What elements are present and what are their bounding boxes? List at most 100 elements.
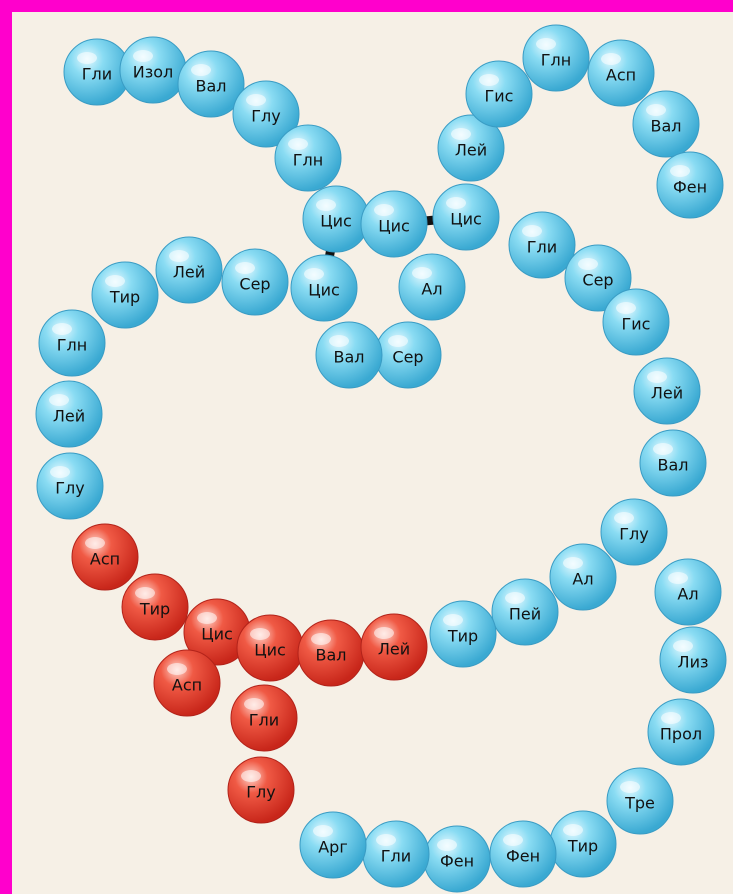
- bead-label: Тир: [447, 627, 478, 646]
- bead-highlight: [85, 537, 105, 549]
- amino-acid-bead: Гис: [603, 289, 669, 355]
- bead-highlight: [601, 53, 621, 65]
- amino-acid-bead: Лей: [36, 381, 102, 447]
- bead-highlight: [235, 262, 255, 274]
- amino-acid-bead: Пей: [492, 579, 558, 645]
- bead-label: Тре: [624, 794, 655, 813]
- amino-acid-bead: Вал: [640, 430, 706, 496]
- bead-label: Цис: [201, 625, 233, 644]
- bead-label: Тир: [567, 837, 598, 856]
- amino-acid-bead: Вал: [298, 620, 364, 686]
- amino-acid-bead: Асп: [588, 40, 654, 106]
- bead-label: Лей: [651, 384, 683, 403]
- amino-acid-bead: Тир: [122, 574, 188, 640]
- bead-label: Цис: [308, 281, 340, 300]
- bead-label: Гис: [622, 315, 651, 334]
- bead-highlight: [311, 633, 331, 645]
- bead-label: Асп: [606, 66, 636, 85]
- bead-highlight: [673, 640, 693, 652]
- amino-acid-bead: Изол: [120, 37, 186, 103]
- bead-highlight: [620, 781, 640, 793]
- bead-label: Фен: [673, 178, 707, 197]
- bead-label: Ал: [677, 585, 698, 604]
- amino-acid-bead: Лиз: [660, 627, 726, 693]
- bead-highlight: [329, 335, 349, 347]
- bead-highlight: [616, 302, 636, 314]
- bead-highlight: [49, 394, 69, 406]
- bead-highlight: [437, 839, 457, 851]
- amino-acid-bead: Ал: [550, 544, 616, 610]
- bead-highlight: [191, 64, 211, 76]
- amino-acid-bead: Тре: [607, 768, 673, 834]
- amino-acid-bead: Гли: [363, 821, 429, 887]
- bead-label: Цис: [320, 212, 352, 231]
- bead-highlight: [50, 466, 70, 478]
- bead-highlight: [167, 663, 187, 675]
- bead-label: Цис: [254, 641, 286, 660]
- bead-label: Глу: [251, 107, 280, 126]
- bead-highlight: [479, 74, 499, 86]
- bead-label: Цис: [378, 217, 410, 236]
- bead-highlight: [503, 834, 523, 846]
- bead-highlight: [451, 128, 471, 140]
- bead-label: Вал: [650, 117, 681, 136]
- bead-highlight: [304, 268, 324, 280]
- bead-label: Глу: [246, 783, 275, 802]
- amino-acid-bead: Лей: [634, 358, 700, 424]
- bead-label: Асп: [172, 676, 202, 695]
- amino-acid-bead: Вал: [633, 91, 699, 157]
- bead-highlight: [77, 52, 97, 64]
- bead-label: Асп: [90, 550, 120, 569]
- bead-highlight: [536, 38, 556, 50]
- bead-label: Ал: [421, 280, 442, 299]
- bead-label: Цис: [450, 210, 482, 229]
- bead-label: Ал: [572, 570, 593, 589]
- amino-acid-bead: Прол: [648, 699, 714, 765]
- amino-acid-bead: Глу: [37, 453, 103, 519]
- amino-acid-bead: Асп: [154, 650, 220, 716]
- bead-highlight: [288, 138, 308, 150]
- amino-acid-bead: Глн: [275, 125, 341, 191]
- amino-acid-bead: Глу: [601, 499, 667, 565]
- amino-acid-bead: Цис: [303, 186, 369, 252]
- amino-acid-bead: Фен: [490, 821, 556, 887]
- bead-label: Тир: [109, 288, 140, 307]
- bead-highlight: [133, 50, 153, 62]
- amino-acid-bead: Лей: [156, 237, 222, 303]
- bead-label: Глн: [293, 151, 323, 170]
- bead-label: Глу: [619, 525, 648, 544]
- bead-label: Прол: [660, 725, 702, 744]
- bead-label: Арг: [318, 838, 348, 857]
- bead-highlight: [646, 104, 666, 116]
- bead-highlight: [670, 165, 690, 177]
- bead-highlight: [668, 572, 688, 584]
- bead-highlight: [244, 698, 264, 710]
- bead-label: Лей: [378, 640, 410, 659]
- bead-label: Гли: [381, 847, 411, 866]
- bead-highlight: [241, 770, 261, 782]
- bead-highlight: [376, 834, 396, 846]
- amino-acid-bead: Ал: [655, 559, 721, 625]
- bead-highlight: [505, 592, 525, 604]
- amino-acid-bead: Тир: [430, 601, 496, 667]
- amino-acid-bead: Глн: [523, 25, 589, 91]
- amino-acid-bead: Лей: [361, 614, 427, 680]
- bead-label: Глн: [541, 51, 571, 70]
- bead-highlight: [374, 627, 394, 639]
- amino-acid-bead: Арг: [300, 812, 366, 878]
- bead-label: Лиз: [678, 653, 709, 672]
- bead-highlight: [246, 94, 266, 106]
- bead-label: Гли: [82, 65, 112, 84]
- bead-label: Гли: [527, 238, 557, 257]
- amino-acid-bead: Ал: [399, 254, 465, 320]
- amino-acid-bead: Цис: [237, 615, 303, 681]
- bead-highlight: [614, 512, 634, 524]
- bead-highlight: [563, 824, 583, 836]
- bead-label: Фен: [440, 852, 474, 871]
- bead-label: Изол: [133, 63, 174, 82]
- bead-label: Тир: [139, 600, 170, 619]
- bead-highlight: [661, 712, 681, 724]
- amino-acid-bead: Тир: [550, 811, 616, 877]
